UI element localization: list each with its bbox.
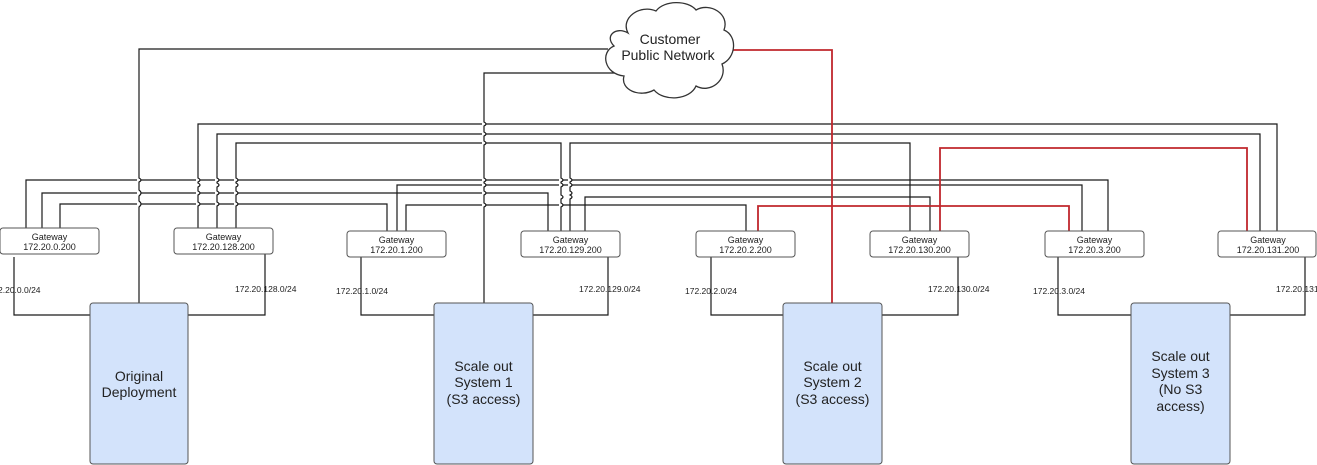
subnet-label-1: 2.20.0.0/24 — [0, 285, 41, 295]
subnet-label-2: 172.20.128.0/24 — [235, 284, 297, 294]
gateways: Gateway 172.20.0.200 Gateway 172.20.128.… — [0, 227, 1317, 258]
cloud-icon — [605, 1, 735, 99]
system-scale-out-1[interactable]: Scale out System 1 (S3 access) — [433, 302, 534, 465]
mesh-line-1 — [197, 123, 1278, 231]
subnet-label-8: 172.20.131 — [1276, 284, 1317, 294]
gateway-2-ip: 172.20.128.200 — [192, 242, 255, 252]
gateway-4[interactable]: Gateway 172.20.129.200 — [520, 230, 621, 258]
systems: Original Deployment Scale out System 1 (… — [89, 302, 1231, 465]
system-2-line-2: System 2 — [803, 374, 862, 390]
cloud-label-line-2: Public Network — [621, 47, 715, 63]
mesh-line-4 — [569, 142, 911, 231]
system-2-line-3: (S3 access) — [796, 391, 870, 407]
gateway-8-ip: 172.20.131.200 — [1237, 245, 1300, 255]
gateway-6[interactable]: Gateway 172.20.130.200 — [869, 230, 970, 258]
gateway-2[interactable]: Gateway 172.20.128.200 — [173, 227, 274, 255]
gateway-8-title: Gateway — [1250, 235, 1286, 245]
highlight-connections — [722, 49, 1248, 303]
mesh-line-6 — [41, 192, 549, 231]
system-3-line-3: (No S3 — [1159, 381, 1203, 397]
mesh-line-3 — [235, 142, 562, 231]
gateway-1-ip: 172.20.0.200 — [23, 242, 76, 252]
system-1-line-3: (S3 access) — [447, 391, 521, 407]
system-1-line-1: Scale out — [454, 358, 512, 374]
system-scale-out-2[interactable]: Scale out System 2 (S3 access) — [782, 302, 883, 465]
system-original-line-2: Deployment — [102, 384, 177, 400]
gateway-5-title: Gateway — [728, 235, 764, 245]
gateway-3-title: Gateway — [379, 235, 415, 245]
gateway-6-title: Gateway — [902, 235, 938, 245]
gateway-5-ip: 172.20.2.200 — [719, 245, 772, 255]
system-1-line-2: System 1 — [454, 374, 513, 390]
gateway-1[interactable]: Gateway 172.20.0.200 — [0, 227, 100, 255]
mesh-line-7 — [59, 203, 388, 231]
system-2-line-1: Scale out — [803, 358, 861, 374]
system-original-line-1: Original — [115, 368, 163, 384]
link-original-to-cloud — [138, 48, 608, 303]
gateway-8[interactable]: Gateway 172.20.131.200 — [1217, 230, 1317, 258]
subnet-label-5: 172.20.2.0/24 — [685, 286, 737, 296]
subnet-label-3: 172.20.1.0/24 — [336, 286, 388, 296]
system-3-line-2: System 3 — [1151, 365, 1210, 381]
system-3-line-1: Scale out — [1151, 348, 1209, 364]
cloud-label-line-1: Customer — [640, 31, 701, 47]
mesh-line-5 — [25, 179, 1109, 231]
gateway-2-title: Gateway — [206, 232, 242, 242]
gateway-6-ip: 172.20.130.200 — [888, 245, 951, 255]
line-jump-arcs — [138, 119, 573, 209]
system-scale-out-3[interactable]: Scale out System 3 (No S3 access) — [1130, 302, 1231, 465]
subnet-labels: 2.20.0.0/24 172.20.128.0/24 172.20.1.0/2… — [0, 284, 1317, 296]
gateway-3[interactable]: Gateway 172.20.1.200 — [346, 230, 447, 258]
link-system1-to-cloud — [483, 72, 622, 303]
gateway-1-title: Gateway — [32, 232, 68, 242]
gateway-5[interactable]: Gateway 172.20.2.200 — [695, 230, 796, 258]
gateway-7[interactable]: Gateway 172.20.3.200 — [1044, 230, 1145, 258]
gateway-7-ip: 172.20.3.200 — [1068, 245, 1121, 255]
system-3-line-4: access) — [1156, 398, 1204, 414]
gateway-3-ip: 172.20.1.200 — [370, 245, 423, 255]
mesh-line-10 — [584, 196, 931, 231]
system-original-deployment[interactable]: Original Deployment — [89, 302, 189, 465]
customer-cloud: Customer Public Network — [605, 1, 735, 99]
link-system2-to-cloud — [722, 49, 833, 303]
subnet-label-4: 172.20.129.0/24 — [579, 284, 641, 294]
mesh-line-8 — [396, 184, 1083, 231]
mesh-line-9 — [405, 204, 747, 231]
line-jumps — [137, 119, 572, 209]
gateway-4-title: Gateway — [553, 235, 589, 245]
gateway-7-title: Gateway — [1077, 235, 1113, 245]
highlight-mesh-1 — [939, 147, 1248, 231]
subnet-label-7: 172.20.3.0/24 — [1033, 286, 1085, 296]
subnet-label-6: 172.20.130.0/24 — [928, 284, 990, 294]
highlight-mesh-2 — [757, 205, 1070, 231]
gateway-4-ip: 172.20.129.200 — [539, 245, 602, 255]
